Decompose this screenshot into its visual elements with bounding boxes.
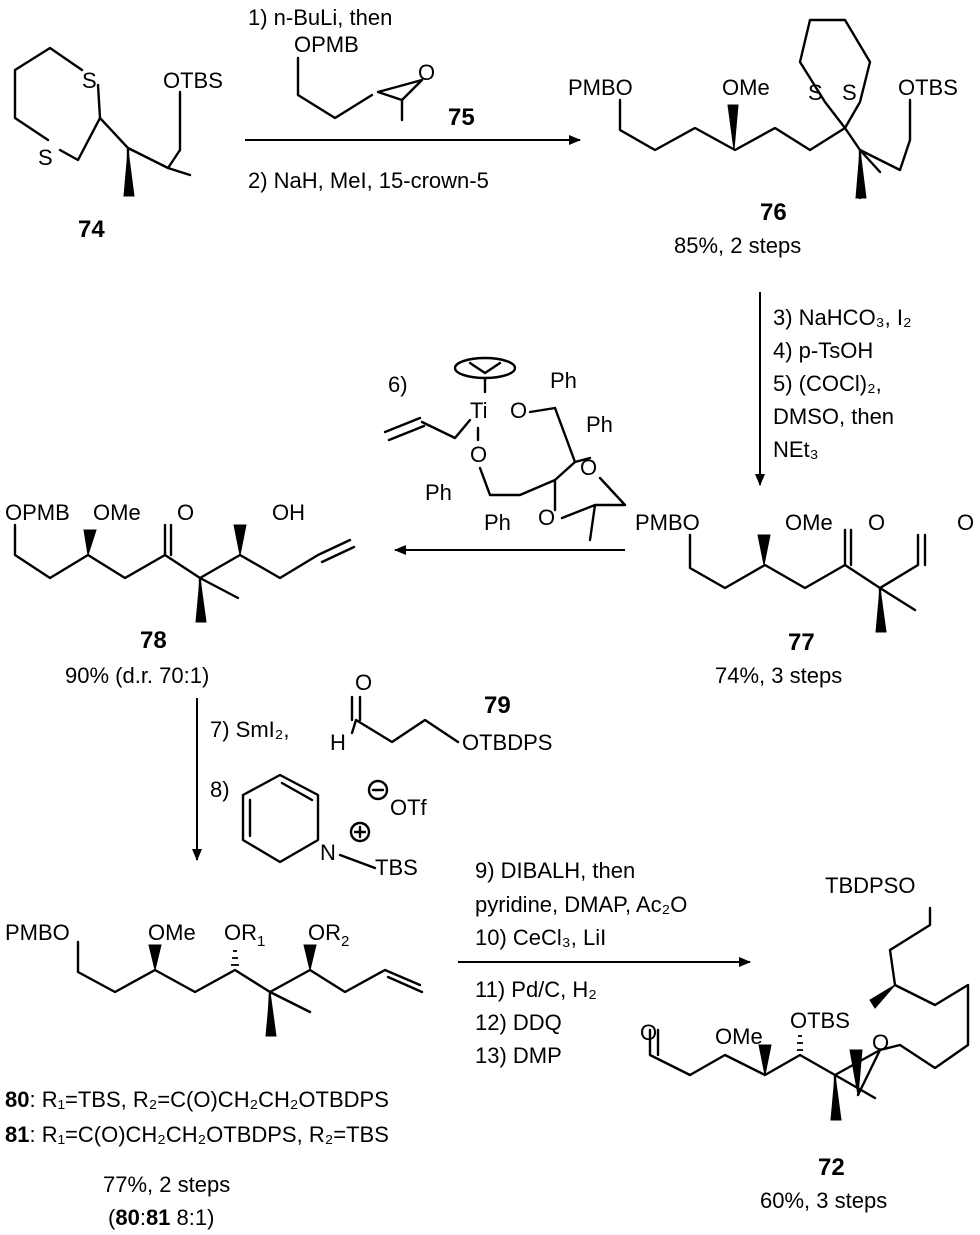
step1-text: 1) n-BuLi, then bbox=[248, 5, 392, 30]
c74-otbs-label: OTBS bbox=[163, 68, 223, 93]
c8081-or1-label: OR1 bbox=[224, 920, 265, 950]
step8-nitrogen: N bbox=[320, 840, 336, 865]
step7-text: 7) SmI₂, bbox=[210, 717, 289, 742]
step6-o4: O bbox=[538, 505, 555, 530]
c77-o2: O bbox=[957, 510, 974, 535]
step6-reagent: 6) Ti O O Ph Ph Ph Ph O O bbox=[383, 356, 627, 542]
c75-oxygen: O bbox=[418, 60, 435, 85]
c77-number: 77 bbox=[788, 629, 815, 656]
step8-otf: OTf bbox=[390, 795, 428, 820]
c79-oxygen: O bbox=[355, 670, 372, 695]
compound-80-81: PMBO OMe OR1 OR2 80: R₁=TBS, R₂=C(O)CH₂C… bbox=[5, 920, 424, 1230]
c75-number: 75 bbox=[448, 104, 475, 131]
c76-otbs-label: OTBS bbox=[898, 75, 958, 100]
step6-ph1: Ph bbox=[550, 368, 577, 393]
c78-number: 78 bbox=[140, 627, 167, 654]
step6-ti: Ti bbox=[470, 398, 488, 423]
c79-number: 79 bbox=[484, 692, 511, 719]
c79-otbdps: OTBDPS bbox=[462, 730, 552, 755]
c77-yield: 74%, 3 steps bbox=[715, 663, 842, 688]
reaction-arrow-4: 7) SmI₂, 8) bbox=[192, 698, 289, 861]
step9b-text: pyridine, DMAP, Ac₂O bbox=[475, 892, 687, 917]
compound-78: OPMB OMe O OH 78 90% (d.r. 70:1) bbox=[5, 500, 356, 688]
step6-o3: O bbox=[580, 455, 597, 480]
step6-ph4: Ph bbox=[484, 510, 511, 535]
c77-pmbo-label: PMBO bbox=[635, 510, 700, 535]
compound-77: PMBO OMe O O 77 74%, 3 steps bbox=[635, 510, 974, 688]
c72-ring-o: O bbox=[872, 1030, 889, 1055]
step13-text: 13) DMP bbox=[475, 1043, 562, 1068]
step6-o2: O bbox=[470, 442, 487, 467]
c77-o1: O bbox=[868, 510, 885, 535]
step12-text: 12) DDQ bbox=[475, 1010, 562, 1035]
compound-74: S S OTBS 74 bbox=[13, 46, 223, 243]
c74-sulfur-1: S bbox=[82, 68, 97, 93]
c80-legend: 80: R₁=TBS, R₂=C(O)CH₂CH₂OTBDPS bbox=[5, 1087, 389, 1112]
compound-72: TBDPSO O OMe OTBS O 72 60%, 3 steps bbox=[640, 873, 970, 1213]
c8081-pmbo-label: PMBO bbox=[5, 920, 70, 945]
step8-pyridinium: N TBS OTf bbox=[241, 773, 428, 880]
c72-yield: 60%, 3 steps bbox=[760, 1188, 887, 1213]
reaction-arrow-1: 1) n-BuLi, then 2) NaH, MeI, 15-crown-5 bbox=[245, 5, 581, 193]
c76-yield: 85%, 2 steps bbox=[674, 233, 801, 258]
c8081-yield: 77%, 2 steps bbox=[103, 1172, 230, 1197]
c8081-ome-label: OMe bbox=[148, 920, 196, 945]
step5b-text: DMSO, then bbox=[773, 404, 894, 429]
c72-aldehyde-o: O bbox=[640, 1020, 657, 1045]
compound-79: O H OTBDPS 79 bbox=[330, 670, 552, 755]
c78-oh-label: OH bbox=[272, 500, 305, 525]
step6-o1: O bbox=[510, 398, 527, 423]
c72-number: 72 bbox=[818, 1154, 845, 1181]
c76-pmbo-label: PMBO bbox=[568, 75, 633, 100]
step4-text: 4) p-TsOH bbox=[773, 338, 873, 363]
c74-sulfur-2: S bbox=[38, 145, 53, 170]
c8081-ratio: (80:81 8:1) bbox=[108, 1205, 214, 1230]
reaction-arrow-2: 3) NaHCO₃, I₂ 4) p-TsOH 5) (COCl)₂, DMSO… bbox=[755, 292, 912, 486]
step9a-text: 9) DIBALH, then bbox=[475, 858, 635, 883]
c76-ome-label: OMe bbox=[722, 75, 770, 100]
c72-ome-label: OMe bbox=[715, 1024, 763, 1049]
negative-charge-icon bbox=[367, 779, 389, 801]
c76-sulfur-2: S bbox=[842, 80, 857, 105]
positive-charge-icon bbox=[349, 821, 371, 843]
c76-sulfur-1: S bbox=[808, 80, 823, 105]
c77-ome-label: OMe bbox=[785, 510, 833, 535]
step8-tbs: TBS bbox=[375, 855, 418, 880]
reaction-arrow-5: 9) DIBALH, then pyridine, DMAP, Ac₂O 10)… bbox=[458, 858, 751, 1068]
c72-otbs-label: OTBS bbox=[790, 1008, 850, 1033]
c79-h: H bbox=[330, 730, 346, 755]
c72-tbdpso-label: TBDPSO bbox=[825, 873, 915, 898]
step6-ph3: Ph bbox=[425, 480, 452, 505]
c75-opmb-label: OPMB bbox=[294, 32, 359, 57]
step11-text: 11) Pd/C, H₂ bbox=[475, 977, 597, 1002]
c78-yield: 90% (d.r. 70:1) bbox=[65, 663, 209, 688]
step5a-text: 5) (COCl)₂, bbox=[773, 371, 882, 396]
compound-76: PMBO OMe S S OTBS 76 85%, 2 steps bbox=[568, 18, 958, 258]
step5c-text: NEt₃ bbox=[773, 437, 819, 462]
c76-number: 76 bbox=[760, 199, 787, 226]
c78-oxygen: O bbox=[177, 500, 194, 525]
c78-opmb-label: OPMB bbox=[5, 500, 70, 525]
c78-ome-label: OMe bbox=[93, 500, 141, 525]
c8081-or2-label: OR2 bbox=[308, 920, 349, 950]
step3-text: 3) NaHCO₃, I₂ bbox=[773, 305, 912, 330]
step10-text: 10) CeCl₃, LiI bbox=[475, 925, 606, 950]
cyclopentadienyl-icon bbox=[453, 356, 517, 380]
step2-text: 2) NaH, MeI, 15-crown-5 bbox=[248, 168, 489, 193]
step8-text: 8) bbox=[210, 777, 230, 802]
c81-legend: 81: R₁=C(O)CH₂CH₂OTBDPS, R₂=TBS bbox=[5, 1122, 389, 1147]
compound-75: OPMB O 75 bbox=[294, 32, 475, 131]
step6-label: 6) bbox=[388, 372, 408, 397]
step6-ph2: Ph bbox=[586, 412, 613, 437]
c74-number: 74 bbox=[78, 216, 105, 243]
